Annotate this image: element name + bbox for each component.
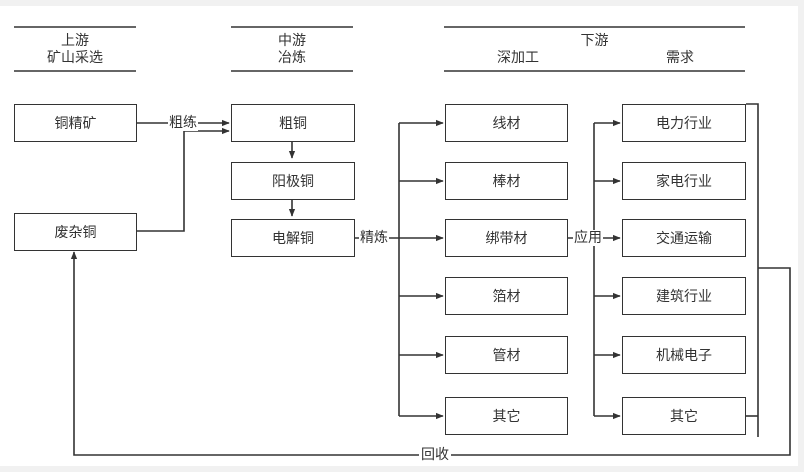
header-downstream: 下游 xyxy=(444,33,745,50)
header-upstream-subtitle: 矿山采选 xyxy=(47,50,103,66)
edge-recycle-return xyxy=(70,251,791,456)
node-demand-power: 电力行业 xyxy=(622,104,746,142)
node-copper-concentrate: 铜精矿 xyxy=(14,104,137,142)
edge-label-application: 应用 xyxy=(573,230,603,246)
edge-scrap-blister xyxy=(137,127,230,232)
node-processing-rod: 棒材 xyxy=(445,162,568,200)
header-demand: 需求 xyxy=(666,50,694,66)
node-scrap-copper: 废杂铜 xyxy=(14,213,137,251)
header-processing: 深加工 xyxy=(497,50,539,66)
node-blister-copper: 粗铜 xyxy=(231,104,355,142)
header-midstream: 中游 冶炼 xyxy=(231,33,353,67)
node-anode-copper: 阳极铜 xyxy=(231,162,355,200)
node-processing-strip: 绑带材 xyxy=(445,219,568,257)
node-demand-construction: 建筑行业 xyxy=(622,277,746,315)
edge-label-refining: 精炼 xyxy=(359,230,389,246)
edge-label-smelting: 粗练 xyxy=(168,115,198,131)
header-midstream-subtitle: 冶炼 xyxy=(278,50,306,66)
header-downstream-title: 下游 xyxy=(580,33,609,49)
node-processing-wire: 线材 xyxy=(445,104,568,142)
node-demand-other: 其它 xyxy=(622,397,746,435)
node-processing-foil: 箔材 xyxy=(445,277,568,315)
node-demand-machinery: 机械电子 xyxy=(622,336,746,374)
node-processing-tube: 管材 xyxy=(445,336,568,374)
node-cathode-copper: 电解铜 xyxy=(231,219,355,257)
node-demand-appliance: 家电行业 xyxy=(622,162,746,200)
edge-electric-loop xyxy=(746,103,759,437)
header-upstream-title: 上游 xyxy=(61,33,89,49)
header-upstream: 上游 矿山采选 xyxy=(14,33,136,67)
node-processing-other: 其它 xyxy=(445,397,568,435)
node-demand-transport: 交通运输 xyxy=(622,219,746,257)
edge-label-recycling: 回收 xyxy=(419,447,451,463)
header-midstream-title: 中游 xyxy=(278,33,306,49)
